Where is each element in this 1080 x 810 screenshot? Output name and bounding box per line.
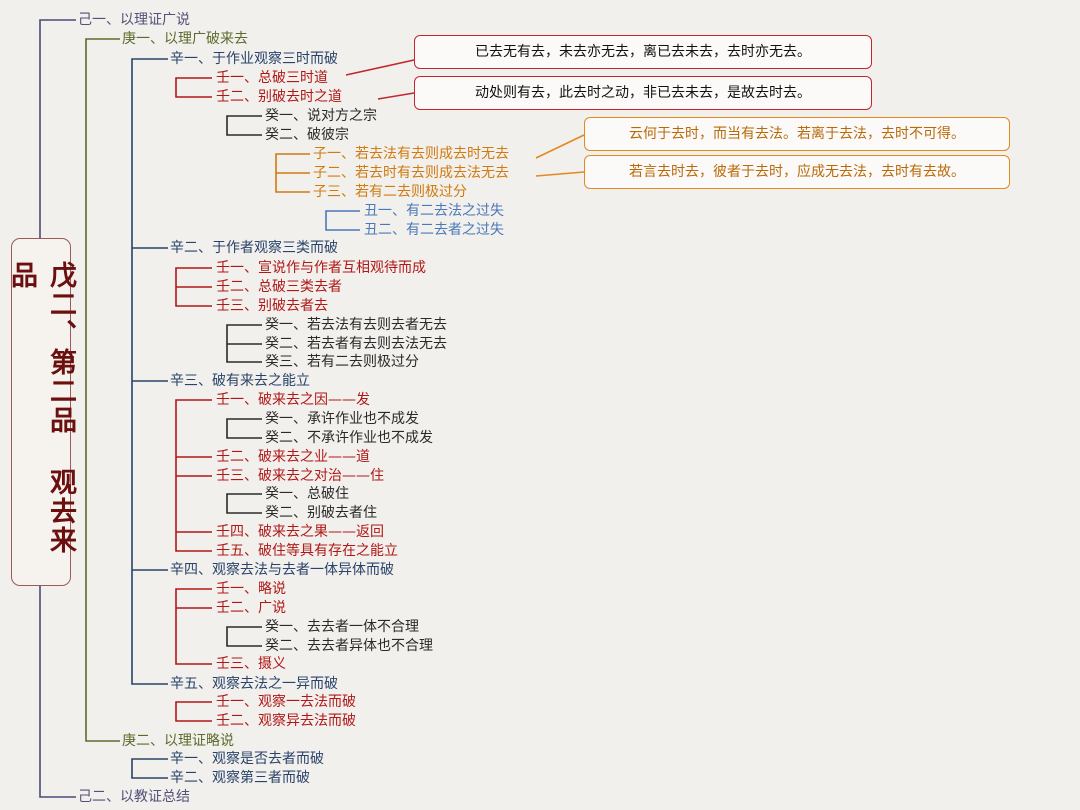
outline-node-chou1: 丑一、有二去法之过失 [364,203,504,219]
outline-node-chou2: 丑二、有二去者之过失 [364,222,504,238]
outline-node-x1-ren2: 壬二、别破去时之道 [216,89,342,105]
outline-node-x3-ren3-gui1: 癸一、总破住 [265,486,349,502]
outline-node-g2-xin2: 辛二、观察第三者而破 [170,770,310,786]
outline-node-x3-ren4: 壬四、破来去之果——返回 [216,524,384,540]
outline-node-x4-ren2: 壬二、广说 [216,600,286,616]
outline-node-x5-ren1: 壬一、观察一去法而破 [216,694,356,710]
outline-node-x2-gui2: 癸二、若去者有去则去法无去 [265,336,447,352]
outline-node-xin5: 辛五、观察去法之一异而破 [170,676,338,692]
outline-node-zi1: 子一、若去法有去则成去时无去 [313,146,509,162]
outline-node-xin3: 辛三、破有来去之能立 [170,373,310,389]
outline-node-x2-gui1: 癸一、若去法有去则去者无去 [265,317,447,333]
outline-node-zi2: 子二、若去时有去则成去法无去 [313,165,509,181]
outline-node-x2-ren3: 壬三、别破去者去 [216,298,328,314]
outline-node-x1-ren1: 壬一、总破三时道 [216,70,328,86]
outline-node-x2-ren2: 壬二、总破三类去者 [216,279,342,295]
root-title: 戊二、第二品 观去来品 [6,261,76,555]
outline-node-x3-ren3-gui2: 癸二、别破去者住 [265,505,377,521]
verse-callout-2: 动处则有去，此去时之动，非已去未去，是故去时去。 [414,76,872,110]
outline-node-x3-ren3: 壬三、破来去之对治——住 [216,468,384,484]
outline-node-zi3: 子三、若有二去则极过分 [313,184,467,200]
outline-node-xin1: 辛一、于作业观察三时而破 [170,51,338,67]
outline-node-x3-ren5: 壬五、破住等具有存在之能立 [216,543,398,559]
verse-callout-3: 云何于去时，而当有去法。若离于去法，去时不可得。 [584,117,1010,151]
outline-node-x4-gui2: 癸二、去去者异体也不合理 [265,638,433,654]
outline-node-x5-ren2: 壬二、观察异去法而破 [216,713,356,729]
verse-callout-4: 若言去时去，彼者于去时，应成无去法，去时有去故。 [584,155,1010,189]
outline-node-x2-ren1: 壬一、宣说作与作者互相观待而成 [216,260,426,276]
outline-node-x1-gui2: 癸二、破彼宗 [265,127,349,143]
outline-node-x4-gui1: 癸一、去去者一体不合理 [265,619,419,635]
outline-node-ji2: 己二、以教证总结 [78,789,190,805]
outline-node-x4-ren1: 壬一、略说 [216,581,286,597]
outline-node-g2-xin1: 辛一、观察是否去者而破 [170,751,324,767]
outline-node-x3-ren1: 壬一、破来去之因——发 [216,392,370,408]
outline-node-geng2: 庚二、以理证略说 [122,733,234,749]
verse-callout-1: 已去无有去，未去亦无去，离已去未去，去时亦无去。 [414,35,872,69]
outline-node-geng1: 庚一、以理广破来去 [122,31,248,47]
outline-node-x4-ren3: 壬三、摄义 [216,656,286,672]
outline-node-x3-ren1-gui2: 癸二、不承许作业也不成发 [265,430,433,446]
outline-node-xin4: 辛四、观察去法与去者一体异体而破 [170,562,394,578]
outline-node-x1-gui1: 癸一、说对方之宗 [265,108,377,124]
outline-node-x3-ren2: 壬二、破来去之业——道 [216,449,370,465]
outline-node-x2-gui3: 癸三、若有二去则极过分 [265,354,419,370]
outline-node-x3-ren1-gui1: 癸一、承许作业也不成发 [265,411,419,427]
root-node-box: 戊二、第二品 观去来品 [6,238,76,586]
outline-node-ji1: 己一、以理证广说 [78,12,190,28]
outline-node-xin2: 辛二、于作者观察三类而破 [170,240,338,256]
